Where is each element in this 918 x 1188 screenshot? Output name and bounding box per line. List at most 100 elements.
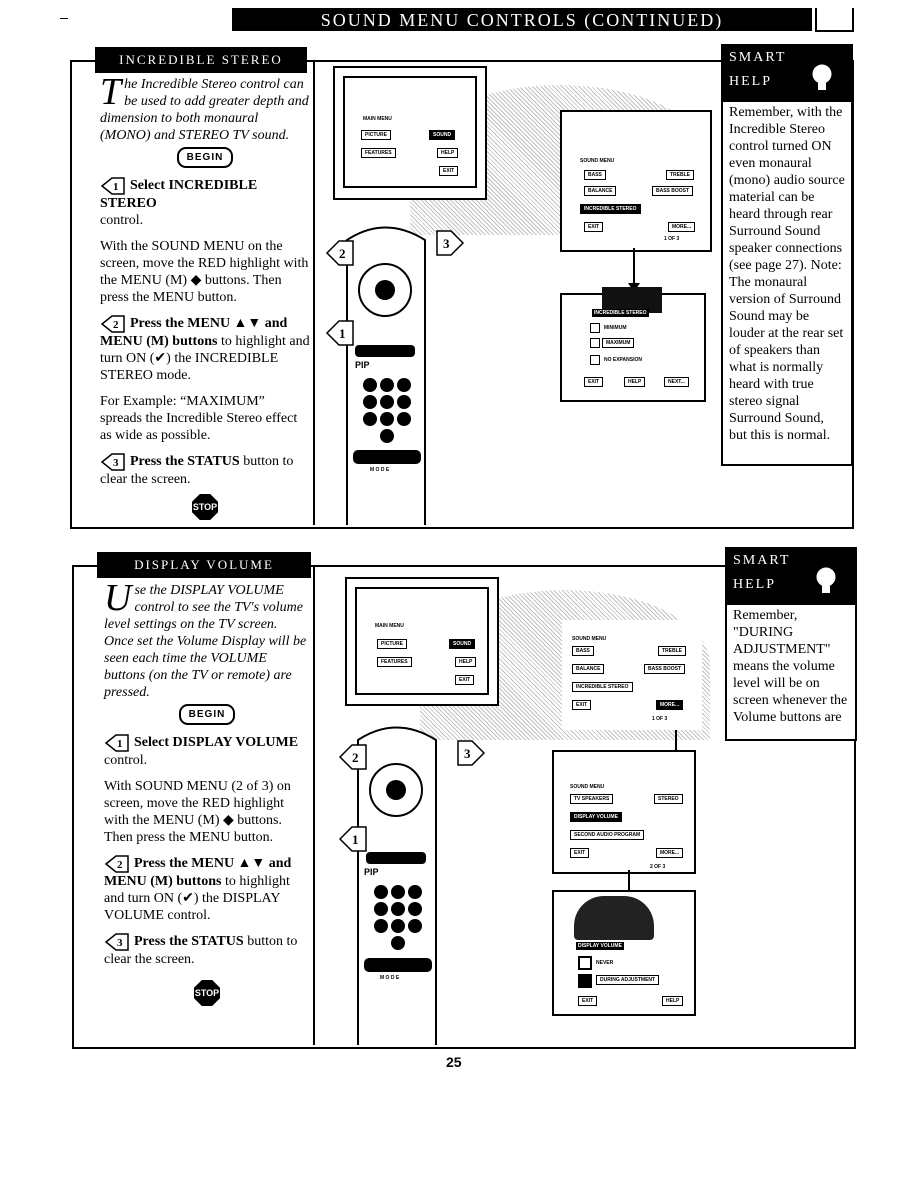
svg-text:2: 2 bbox=[113, 319, 119, 331]
step-2-arrow-icon: 2 bbox=[325, 240, 354, 266]
left-column-rule bbox=[313, 565, 315, 1045]
tv-sound-menu: SOUND MENU BASS TREBLE BALANCE BASS BOOS… bbox=[560, 110, 712, 252]
option-no-expansion: NO EXPANSION bbox=[604, 357, 642, 363]
remote-control: PIP M O D E 2 3 1 bbox=[325, 220, 465, 525]
section-title: INCREDIBLE STEREO bbox=[95, 47, 307, 73]
page-indicator: 2 OF 3 bbox=[650, 864, 666, 870]
smart-help-text: Remember, "DURING ADJUSTMENT" means the … bbox=[733, 608, 848, 725]
step-1-arrow-icon: 1 bbox=[325, 320, 354, 346]
tv-incredible-menu: INCREDIBLE STEREO MINIMUM MAXIMUM NO EXP… bbox=[560, 287, 706, 402]
step-1-arrow-icon: 1 bbox=[338, 826, 367, 852]
more-button: MORE... bbox=[656, 848, 684, 858]
exit-button: EXIT bbox=[578, 996, 598, 1006]
option-during-adjustment: DURING ADJUSTMENT bbox=[596, 975, 660, 985]
sound-button: SOUND bbox=[429, 130, 456, 140]
tv-main-menu: MAIN MENU PICTURE SOUND FEATURES HELP EX… bbox=[345, 577, 499, 706]
step-arrow-icon: 1 bbox=[100, 177, 126, 195]
lightbulb-icon bbox=[812, 64, 832, 90]
features-button: FEATURES bbox=[361, 148, 396, 158]
header-rule bbox=[60, 18, 68, 19]
step-arrow-icon: 2 bbox=[104, 855, 130, 873]
smart-help-header: SMART HELP bbox=[723, 46, 851, 102]
checked-checkbox bbox=[578, 974, 592, 988]
smart-help-box: SMART HELP Remember, with the Incredible… bbox=[721, 44, 853, 466]
smart-help-text: Remember, with the Incredible Stereo con… bbox=[729, 105, 845, 443]
step-arrow-icon: 1 bbox=[104, 734, 130, 752]
picture-button: PICTURE bbox=[361, 130, 391, 140]
mode-label: M O D E bbox=[380, 975, 400, 981]
stop-sign-icon: STOP bbox=[192, 494, 218, 520]
section-title: DISPLAY VOLUME bbox=[97, 552, 311, 578]
checkbox bbox=[590, 355, 600, 365]
menu-title: MAIN MENU bbox=[363, 116, 392, 122]
display-volume-section bbox=[72, 565, 856, 1049]
svg-text:2: 2 bbox=[352, 750, 359, 765]
svg-text:1: 1 bbox=[117, 738, 123, 750]
second-audio-program-button: SECOND AUDIO PROGRAM bbox=[570, 830, 645, 840]
smart-help-header: SMART HELP bbox=[727, 549, 855, 605]
tv-main-menu: MAIN MENU PICTURE SOUND FEATURES HELP EX… bbox=[333, 66, 487, 200]
help-button: HELP bbox=[624, 377, 646, 387]
checkbox bbox=[578, 956, 592, 970]
svg-text:2: 2 bbox=[339, 246, 346, 261]
exit-button: EXIT bbox=[584, 377, 604, 387]
down-arrow-icon bbox=[628, 870, 630, 898]
tv-sound-menu: SOUND MENU BASS TREBLE BALANCE BASS BOOS… bbox=[562, 620, 702, 730]
header-tab bbox=[815, 8, 854, 32]
incredible-stereo-button: INCREDIBLE STEREO bbox=[580, 204, 641, 214]
step-3-arrow-icon: 3 bbox=[436, 230, 465, 256]
treble-button: TREBLE bbox=[658, 646, 686, 656]
down-arrow-icon bbox=[675, 730, 677, 758]
step-2-arrow-icon: 2 bbox=[338, 744, 367, 770]
down-arrow-icon bbox=[633, 248, 635, 288]
more-button: MORE... bbox=[656, 700, 684, 710]
pip-label: PIP bbox=[364, 867, 379, 877]
drop-cap: U bbox=[104, 577, 132, 619]
step-arrow-icon: 3 bbox=[104, 933, 130, 951]
exit-button: EXIT bbox=[439, 166, 459, 176]
bass-boost-button: BASS BOOST bbox=[644, 664, 686, 674]
bass-button: BASS bbox=[584, 170, 606, 180]
checkbox bbox=[590, 323, 600, 333]
drop-cap: T bbox=[100, 71, 122, 113]
balance-button: BALANCE bbox=[572, 664, 605, 674]
help-button: HELP bbox=[455, 657, 477, 667]
bass-boost-button: BASS BOOST bbox=[652, 186, 694, 196]
svg-text:2: 2 bbox=[117, 859, 123, 871]
exit-button: EXIT bbox=[570, 848, 590, 858]
menu-title: MAIN MENU bbox=[375, 623, 404, 629]
tv-display-volume-menu: DISPLAY VOLUME NEVER DURING ADJUSTMENT E… bbox=[552, 890, 696, 1016]
figure-illustration bbox=[602, 287, 662, 313]
treble-button: TREBLE bbox=[666, 170, 694, 180]
left-column-rule bbox=[313, 60, 315, 525]
sound-button: SOUND bbox=[449, 639, 476, 649]
menu-title: SOUND MENU bbox=[580, 158, 615, 164]
next-button: NEXT... bbox=[664, 377, 689, 387]
remote-control: PIP M O D E 2 3 1 bbox=[330, 720, 486, 1045]
page-title: SOUND MENU CONTROLS (CONTINUED) bbox=[232, 8, 812, 31]
exit-button: EXIT bbox=[572, 700, 592, 710]
features-button: FEATURES bbox=[377, 657, 412, 667]
incredible-stereo-section bbox=[70, 60, 854, 529]
svg-text:1: 1 bbox=[352, 832, 359, 847]
balance-button: BALANCE bbox=[584, 186, 617, 196]
step-arrow-icon: 2 bbox=[100, 315, 126, 333]
tv-speakers-button: TV SPEAKERS bbox=[570, 794, 614, 804]
option-never: NEVER bbox=[596, 960, 614, 966]
lightbulb-icon bbox=[816, 567, 836, 593]
picture-button: PICTURE bbox=[377, 639, 407, 649]
svg-text:3: 3 bbox=[117, 937, 123, 949]
step-arrow-icon: 3 bbox=[100, 453, 126, 471]
svg-text:1: 1 bbox=[339, 326, 346, 341]
svg-text:3: 3 bbox=[113, 457, 119, 469]
option-minimum: MINIMUM bbox=[604, 325, 627, 331]
menu-title: SOUND MENU bbox=[572, 636, 607, 642]
figure-illustration bbox=[574, 896, 654, 940]
page-indicator: 1 OF 3 bbox=[664, 236, 680, 242]
bass-button: BASS bbox=[572, 646, 594, 656]
